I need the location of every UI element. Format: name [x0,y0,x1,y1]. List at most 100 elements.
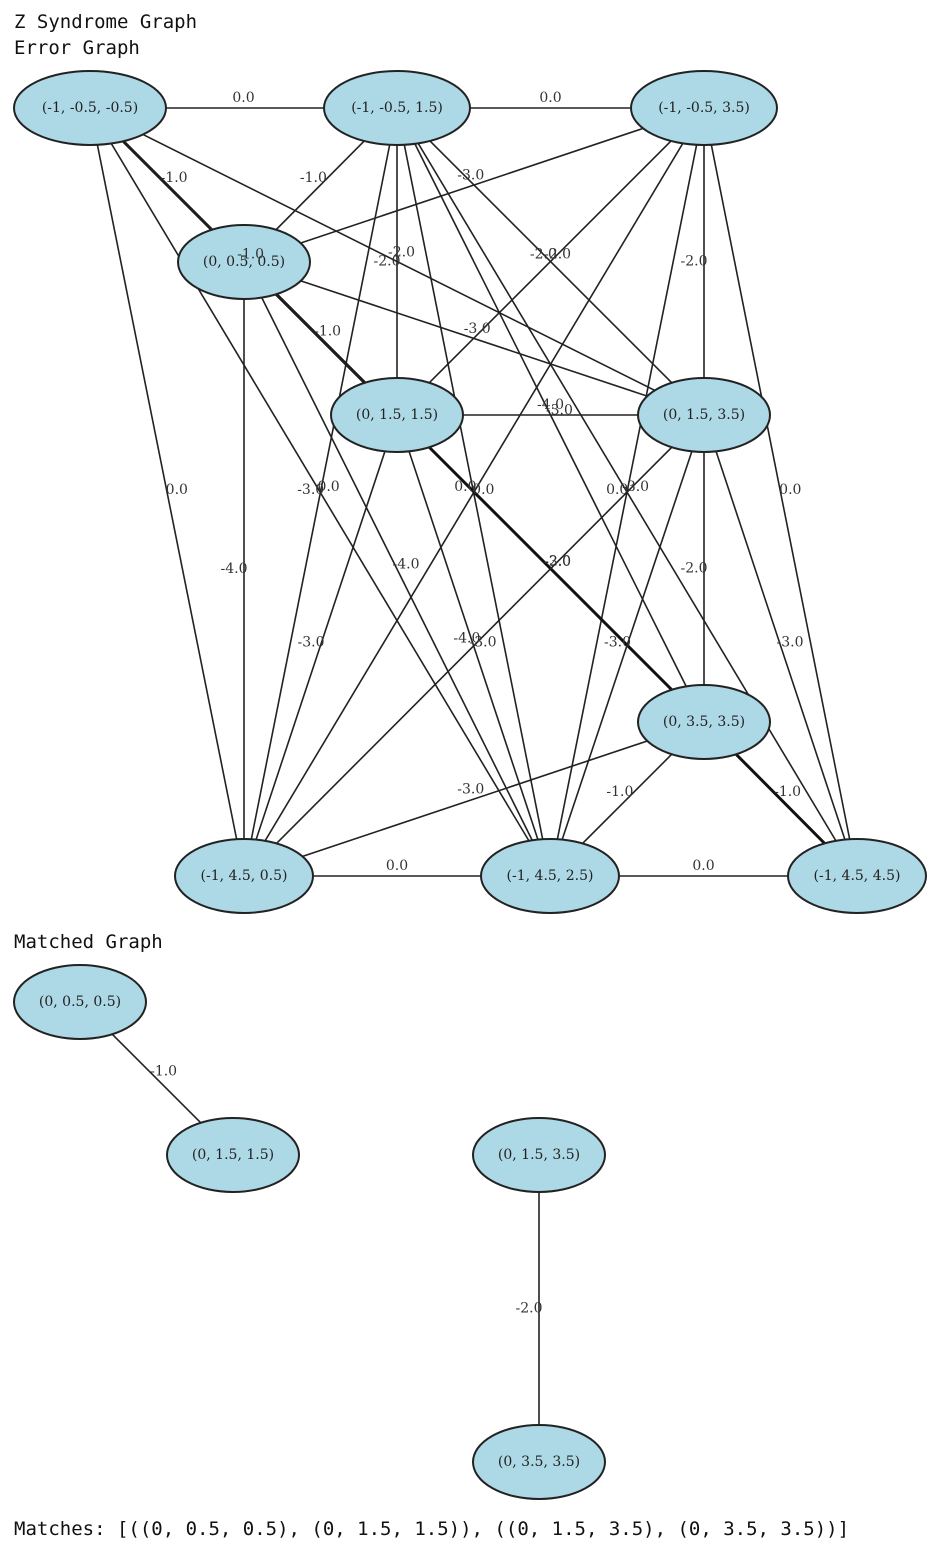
error-edge-label: -3.0 [546,403,573,419]
error-edge-label: -1.0 [606,784,633,800]
error-edge-label: -2.0 [681,561,708,577]
error-node-shape [174,838,314,914]
error-edge [703,414,858,877]
error-node-label: (-1, 4.5, 0.5) [201,868,288,884]
error-edge-label: -1.0 [161,170,188,186]
error-edge [549,414,705,877]
error-edge-label: -3.0 [464,321,491,337]
error-edge-label: -4.0 [221,561,248,577]
matched-node-label: (0, 1.5, 3.5) [498,1147,580,1163]
error-edge-label: 0.0 [539,90,561,106]
error-edge-label: -3.0 [297,482,324,498]
error-edge-label: -1.0 [237,246,264,262]
error-edge [243,721,705,877]
matched-edge-labels: -1.0 -2.0 [150,1063,542,1316]
error-node-label: (-1, 4.5, 4.5) [814,868,901,884]
error-node-shape [787,838,927,914]
matched-node-shape [166,1117,300,1193]
matched-edges [79,1001,540,1462]
error-edge-label: 0.0 [692,858,714,874]
error-node-shape [323,70,471,146]
error-edge-label: 0.0 [606,482,628,498]
error-edge-label: 0.0 [232,90,254,106]
error-edge-label: -4.0 [393,557,420,573]
error-node-shape [330,377,464,453]
error-edge-label: -3.0 [622,479,649,495]
matched-graph: (0, 0.5, 0.5) (0, 1.5, 1.5) (0, 1.5, 3.5) (… [13,964,606,1500]
error-node-label: (-1, 4.5, 2.5) [507,868,594,884]
error-nodes: (-1, -0.5, -0.5) (-1, -0.5, 1.5) (-1, -0.5… [13,70,927,914]
error-node: (-1, -0.5, -0.5) [13,70,167,146]
error-edge [396,107,705,416]
error-edge-label: -1.0 [300,170,327,186]
page-title: Z Syndrome Graph [14,11,198,33]
error-node-label: (-1, -0.5, -0.5) [42,100,138,116]
error-edge-label: 0.0 [386,858,408,874]
error-edge-label: -3.0 [777,634,804,650]
error-node: (-1, 4.5, 0.5) [174,838,314,914]
error-node-label: (0, 0.5, 0.5) [203,254,285,270]
error-edge-label: -2.0 [530,246,557,262]
error-edge-label: 0.0 [472,482,494,498]
error-graph-title: Error Graph [14,37,140,59]
error-edge-label: 0.0 [317,479,339,495]
error-edge-label: -4.0 [453,630,480,646]
error-edge-label: -3.0 [604,634,631,650]
matched-nodes: (0, 0.5, 0.5) (0, 1.5, 1.5) (0, 1.5, 3.5) (… [13,964,606,1500]
error-edge-label: -1.0 [774,784,801,800]
error-node-label: (-1, -0.5, 1.5) [351,100,443,116]
error-node-label: (-1, -0.5, 3.5) [658,100,750,116]
matched-edge-label: -1.0 [150,1063,177,1079]
matched-edge-label: -2.0 [516,1301,543,1317]
matched-node-shape [472,1424,606,1500]
error-edge-label: -3.0 [544,554,571,570]
error-edge [703,107,858,877]
error-node: (0, 0.5, 0.5) [177,224,311,300]
matched-node-label: (0, 0.5, 0.5) [39,994,121,1010]
error-node: (-1, 4.5, 2.5) [480,838,620,914]
error-node: (0, 1.5, 3.5) [637,377,771,453]
matched-graph-title: Matched Graph [14,931,163,953]
error-node: (-1, -0.5, 1.5) [323,70,471,146]
matched-node-shape [472,1117,606,1193]
error-node-label: (0, 3.5, 3.5) [663,714,745,730]
error-edge [243,261,551,877]
error-edge-label: -3.0 [470,634,497,650]
error-edge-label: -2.0 [388,245,415,261]
matched-node: (0, 1.5, 1.5) [166,1117,300,1193]
error-node-label: (0, 1.5, 1.5) [356,407,438,423]
error-node: (0, 3.5, 3.5) [637,684,771,760]
error-edge-label: 0.0 [779,482,801,498]
error-node: (0, 1.5, 1.5) [330,377,464,453]
error-edge-label: -2.0 [374,254,401,270]
error-graph: (-1, -0.5, -0.5) (-1, -0.5, 1.5) (-1, -0.5… [13,70,927,914]
matched-node: (0, 1.5, 3.5) [472,1117,606,1193]
error-node-shape [637,684,771,760]
error-edge-label: -3.0 [457,168,484,184]
error-node-shape [13,70,167,146]
error-edge-label: -2.0 [544,246,571,262]
error-node-shape [480,838,620,914]
error-node-shape [177,224,311,300]
error-edge [243,107,398,877]
error-edge [243,414,398,877]
matched-node: (0, 0.5, 0.5) [13,964,147,1040]
matches-text: Matches: [((0, 0.5, 0.5), (0, 1.5, 1.5))… [14,1518,850,1540]
matched-node: (0, 3.5, 3.5) [472,1424,606,1500]
error-node: (-1, -0.5, 3.5) [630,70,778,146]
matched-node-shape [13,964,147,1040]
error-edge [243,414,705,877]
error-edge-label: -4.0 [537,397,564,413]
matched-node-label: (0, 3.5, 3.5) [498,1454,580,1470]
error-node-shape [637,377,771,453]
error-edge-label: 0.0 [454,479,476,495]
error-edge-label: -1.0 [314,323,341,339]
error-edge [243,261,705,416]
error-edge-label: -2.0 [681,254,708,270]
matched-node-label: (0, 1.5, 1.5) [192,1147,274,1163]
error-node-shape [630,70,778,146]
error-edge-label: -3.0 [298,634,325,650]
error-edge [243,107,705,263]
error-edge-label: 0.0 [166,482,188,498]
